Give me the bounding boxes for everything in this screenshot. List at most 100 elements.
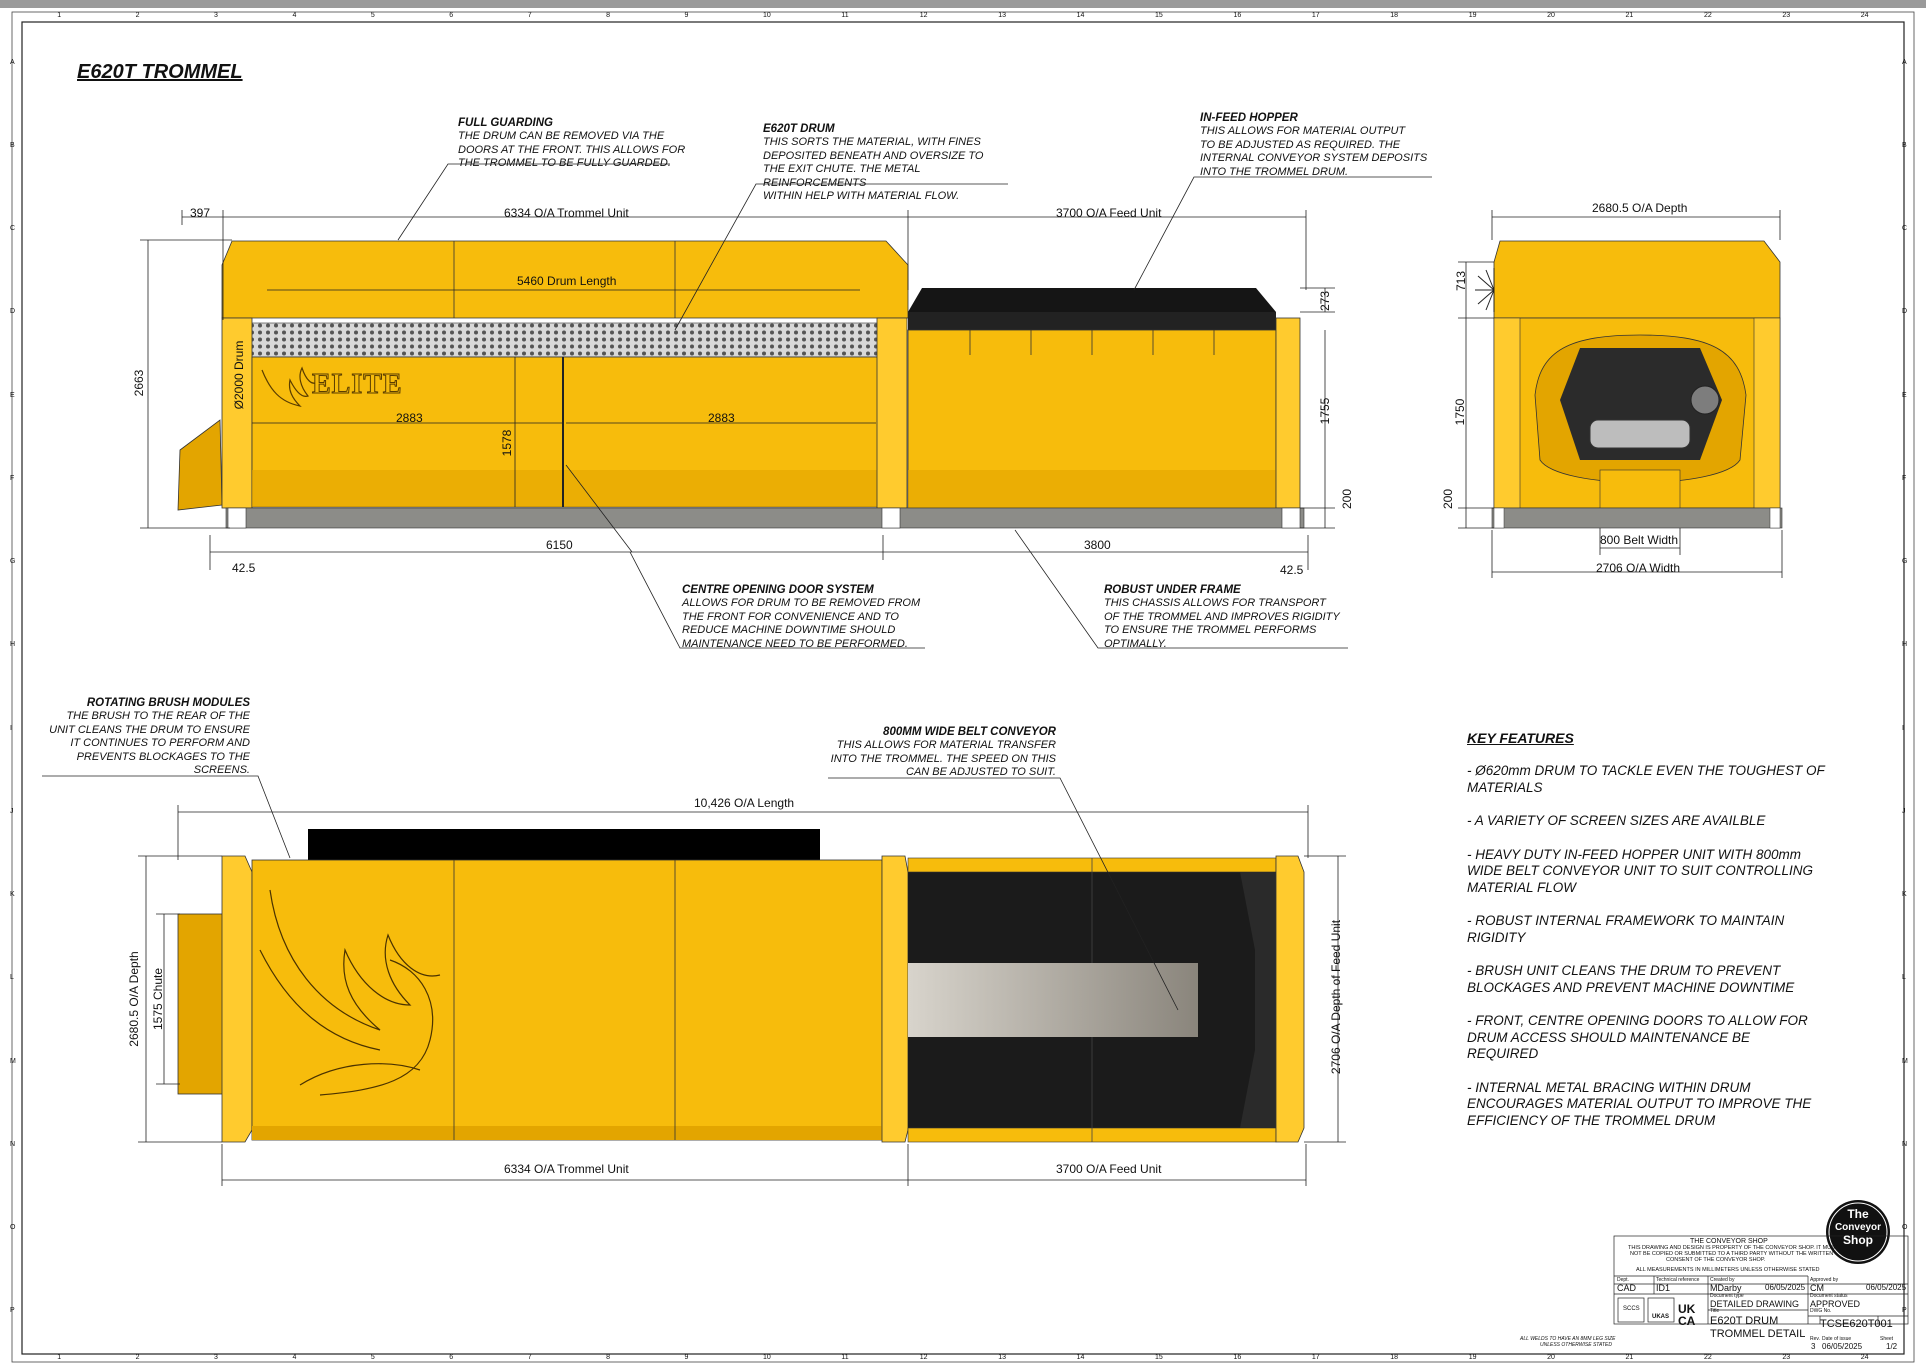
dim-2883-right: 2883 xyxy=(708,411,735,425)
grid-col-label: 4 xyxy=(292,1354,297,1361)
grid-col-label: 19 xyxy=(1468,1354,1477,1361)
dim-drum-length: 5460 Drum Length xyxy=(517,274,617,288)
tb-sheet-label: Sheet xyxy=(1880,1336,1894,1342)
grid-row-label: L xyxy=(1902,974,1906,982)
tb-weld-note: ALL WELDS TO HAVE AN 8MM LEG SIZE xyxy=(1520,1336,1616,1342)
dim-2663: 2663 xyxy=(132,369,146,397)
dim-1578: 1578 xyxy=(500,429,514,457)
cert-ukas: UKAS xyxy=(1652,1314,1670,1320)
tb-notice: ALL MEASUREMENTS IN MILLIMETERS UNLESS O… xyxy=(1636,1267,1820,1273)
grid-row-label: D xyxy=(1902,308,1908,316)
grid-col-label: 12 xyxy=(919,12,928,19)
tb-header: THE CONVEYOR SHOP xyxy=(1690,1238,1768,1245)
tb-created-label: Created by xyxy=(1710,1277,1735,1283)
dim-1750: 1750 xyxy=(1453,398,1467,426)
callout-full-guarding: FULL GUARDING THE DRUM CAN BE REMOVED VI… xyxy=(458,117,688,171)
tb-notice: NOT BE COPIED OR SUBMITTED TO A THIRD PA… xyxy=(1630,1251,1834,1257)
grid-row-label: E xyxy=(1902,391,1907,399)
grid-row-label: C xyxy=(10,225,16,233)
grid-col-label: 24 xyxy=(1860,12,1869,19)
grid-col-label: 9 xyxy=(684,1354,689,1361)
grid-col-label: 22 xyxy=(1703,1354,1712,1361)
logo-line: Shop xyxy=(1843,1233,1873,1247)
phoenix-logo-large xyxy=(259,889,441,1096)
tb-dept-label: Dept. xyxy=(1617,1277,1629,1283)
cert-ukca-bottom: CA xyxy=(1678,1314,1696,1328)
grid-row-label: O xyxy=(10,1224,16,1232)
key-feature-item: - A VARIETY OF SCREEN SIZES ARE AVAILBLE xyxy=(1467,813,1766,828)
grid-col-label: 22 xyxy=(1703,12,1712,19)
cert-ukca-top: UK xyxy=(1678,1302,1696,1316)
tb-title-line: TROMMEL DETAIL xyxy=(1710,1328,1806,1340)
grid-col-label: 15 xyxy=(1155,1354,1163,1361)
grid-row-label: J xyxy=(10,807,14,815)
tb-approved-by: CM xyxy=(1810,1283,1824,1293)
grid-col-label: 15 xyxy=(1155,12,1163,19)
tb-sheet: 1/2 xyxy=(1886,1342,1898,1351)
dim-oa-length: 10,426 O/A Length xyxy=(694,796,795,810)
callout-centre-door: CENTRE OPENING DOOR SYSTEM ALLOWS FOR DR… xyxy=(682,584,942,651)
dim-1755: 1755 xyxy=(1318,397,1332,425)
grid-row-label: K xyxy=(1902,891,1907,899)
callout-title: ROBUST UNDER FRAME xyxy=(1104,584,1241,596)
callout-body: THIS ALLOWS FOR MATERIAL OUTPUT TO BE AD… xyxy=(1200,125,1428,178)
grid-row-label: I xyxy=(10,724,12,732)
grid-row-label: H xyxy=(1902,641,1908,649)
tb-created-by: MDarby xyxy=(1710,1283,1742,1293)
tb-created-date: 06/05/2025 xyxy=(1765,1283,1806,1292)
grid-col-label: 7 xyxy=(527,12,532,19)
grid-row-label: N xyxy=(1902,1140,1908,1148)
grid-col-label: 10 xyxy=(762,1354,771,1361)
grid-col-label: 5 xyxy=(370,12,375,19)
grid-col-label: 21 xyxy=(1625,12,1634,19)
grid-col-label: 13 xyxy=(998,1354,1006,1361)
side-dims xyxy=(140,210,1335,570)
callout-title: E620T DRUM xyxy=(763,123,835,135)
grid-col-label: 14 xyxy=(1076,1354,1085,1361)
grid-row-label: E xyxy=(10,391,15,399)
grid-col-label: 16 xyxy=(1233,12,1242,19)
dim-42-5-right: 42.5 xyxy=(1280,563,1304,577)
callout-body: THE DRUM CAN BE REMOVED VIA THE DOORS AT… xyxy=(458,130,686,169)
callout-body: THIS CHASSIS ALLOWS FOR TRANSPORT OF THE… xyxy=(1104,597,1340,650)
grid-col-label: 17 xyxy=(1311,1354,1320,1361)
dim-3800: 3800 xyxy=(1084,538,1111,552)
dim-397: 397 xyxy=(190,206,211,220)
elite-brand-text: ELITE xyxy=(312,369,403,401)
dim-feed-unit: 3700 O/A Feed Unit xyxy=(1056,206,1162,220)
grid-col-label: 20 xyxy=(1547,12,1555,19)
grid-row-label: M xyxy=(1902,1057,1908,1065)
grid-col-label: 18 xyxy=(1390,12,1399,19)
callout-under-frame: ROBUST UNDER FRAME THIS CHASSIS ALLOWS F… xyxy=(1104,584,1364,651)
callout-title: CENTRE OPENING DOOR SYSTEM xyxy=(682,584,874,596)
grid-col-label: 9 xyxy=(684,12,689,19)
tb-dept: CAD xyxy=(1617,1283,1637,1293)
grid-col-label: 8 xyxy=(606,12,611,19)
grid-col-label: 17 xyxy=(1311,12,1320,19)
grid-col-label: 23 xyxy=(1782,12,1791,19)
key-feature-item: - FRONT, CENTRE OPENING DOORS TO ALLOW F… xyxy=(1467,1013,1808,1061)
dim-6150: 6150 xyxy=(546,538,573,552)
tb-approved-label: Approved by xyxy=(1810,1277,1839,1283)
grid-row-label: K xyxy=(10,891,15,899)
grid-col-label: 10 xyxy=(762,12,771,19)
grid-col-label: 5 xyxy=(370,1354,375,1361)
dim-trommel-unit-plan: 6334 O/A Trommel Unit xyxy=(504,1162,629,1176)
callout-title: 800MM WIDE BELT CONVEYOR xyxy=(883,726,1056,738)
dim-200-end: 200 xyxy=(1441,488,1455,510)
grid-row-label: O xyxy=(1902,1224,1908,1232)
dim-feed-depth: 2706 O/A Depth of Feed Unit xyxy=(1329,919,1343,1075)
dim-depth-left: 2680.5 O/A Depth xyxy=(127,951,141,1047)
dim-depth-top: 2680.5 O/A Depth xyxy=(1592,201,1688,215)
side-elevation-view xyxy=(140,163,1432,649)
tb-docstatus: APPROVED xyxy=(1810,1299,1861,1309)
tb-docstatus-label: Document status xyxy=(1810,1293,1848,1299)
dim-273: 273 xyxy=(1318,290,1332,312)
tb-notice: THIS DRAWING AND DESIGN IS PROPERTY OF T… xyxy=(1628,1245,1839,1251)
tb-weld-note: UNLESS OTHERWISE STATED xyxy=(1540,1342,1612,1348)
dim-oa-width: 2706 O/A Width xyxy=(1596,561,1681,575)
logo-line: Conveyor xyxy=(1834,1222,1882,1233)
brush-icon xyxy=(1475,268,1495,312)
